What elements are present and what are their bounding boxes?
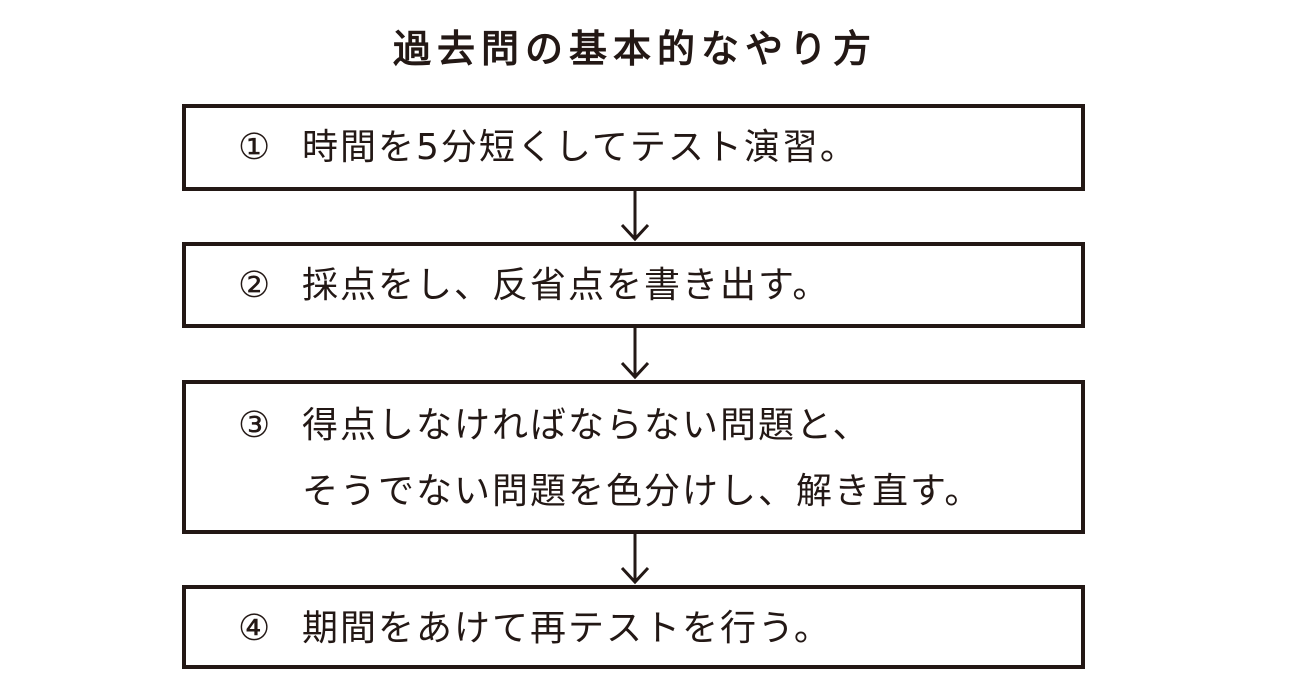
- step-text-line: 時間を5分短くしてテスト演習。: [302, 127, 858, 168]
- arrow-down-icon: [620, 191, 650, 242]
- arrow-down-icon: [620, 534, 650, 585]
- step-text: 採点をし、反省点を書き出す。: [302, 253, 830, 319]
- step-text: 期間をあけて再テストを行う。: [302, 596, 832, 662]
- step-box-4: ④ 期間をあけて再テストを行う。: [182, 585, 1085, 669]
- step-text-line: 採点をし、反省点を書き出す。: [302, 265, 831, 306]
- step-box-3: ③ 得点しなければならない問題と、そうでない問題を色分けし、解き直す。: [182, 380, 1085, 534]
- step-box-2: ② 採点をし、反省点を書き出す。: [182, 242, 1085, 328]
- step-text: 時間を5分短くしてテスト演習。: [302, 115, 858, 181]
- diagram-title: 過去問の基本的なやり方: [392, 27, 877, 71]
- arrow-down-icon: [620, 328, 650, 380]
- step-number: ③: [238, 405, 271, 446]
- step-number: ②: [238, 265, 271, 306]
- step-text: 得点しなければならない問題と、そうでない問題を色分けし、解き直す。: [302, 393, 982, 525]
- step-text-line: そうでない問題を色分けし、解き直す。: [302, 471, 983, 512]
- step-number: ①: [238, 127, 271, 168]
- step-number: ④: [238, 608, 271, 649]
- step-box-1: ① 時間を5分短くしてテスト演習。: [182, 104, 1085, 191]
- step-text-line: 得点しなければならない問題と、: [302, 405, 871, 446]
- step-text-line: 期間をあけて再テストを行う。: [302, 608, 832, 649]
